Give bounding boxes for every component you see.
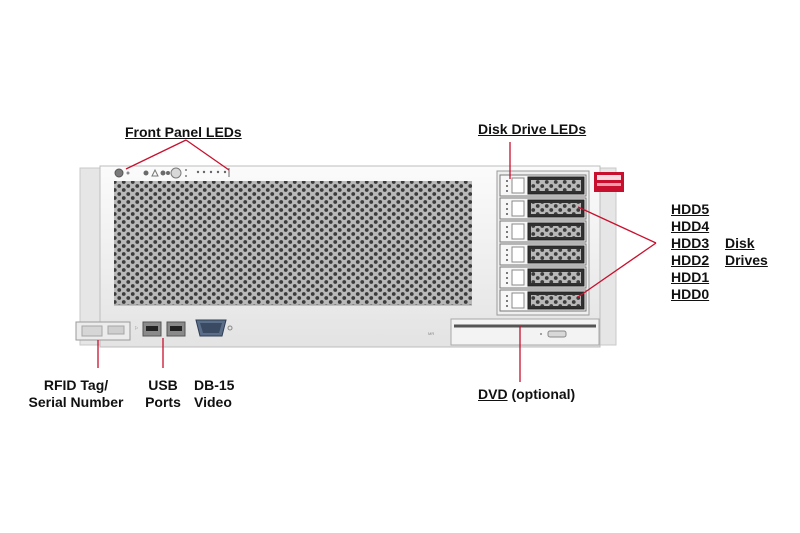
drives-label: Drives [725, 252, 768, 268]
hdd3-label: HDD3 [671, 235, 710, 251]
hdd5-label: HDD5 [671, 201, 710, 217]
callout-disks-top [577, 206, 657, 244]
rfid-label-line2: Serial Number [28, 394, 124, 410]
usb-port-icon [142, 321, 186, 337]
drive-bay-hdd3 [499, 220, 587, 243]
dvd-label: DVD (optional) [478, 386, 575, 403]
disk-label: Disk [725, 235, 755, 251]
hdd2-label: HDD2 [671, 252, 710, 268]
disk-drive-leds-label: Disk Drive LEDs [478, 121, 587, 137]
front-panel-led-strip [114, 167, 230, 179]
hdd4-label: HDD4 [671, 218, 710, 234]
db15-label-line1: DB-15 [194, 377, 235, 393]
dvd-optional-note: (optional) [511, 386, 576, 402]
callout-front-panel-left [125, 139, 187, 170]
front-grille [114, 181, 472, 305]
locate-button-icon [170, 167, 182, 179]
usb-label-line2: Ports [145, 394, 181, 410]
dvd-eject-button-icon [547, 330, 567, 338]
callout-disks-bottom [577, 242, 657, 298]
db15-video-label: DB-15 Video [194, 377, 234, 411]
svg-text:MR: MR [428, 331, 434, 336]
hdd0-label: HDD0 [671, 286, 710, 302]
oracle-logo [594, 172, 624, 192]
drive-bay-hdd0 [499, 289, 587, 312]
front-panel-leds-label: Front Panel LEDs [125, 124, 242, 140]
callout-front-panel-right [185, 139, 230, 171]
dvd-bay [450, 318, 600, 346]
dvd-label-text: DVD [478, 386, 508, 402]
drive-bay-hdd1 [499, 266, 587, 289]
db15-label-line2: Video [194, 394, 232, 410]
usb-label-line1: USB [148, 377, 178, 393]
svg-text:⚐: ⚐ [134, 326, 138, 332]
disk-drive-bays [499, 174, 587, 312]
drive-bay-hdd4 [499, 197, 587, 220]
rfid-label-line1: RFID Tag/ [43, 377, 109, 393]
vga-port-icon [195, 319, 233, 337]
left-rack-ear [79, 167, 103, 346]
power-button-icon [114, 168, 124, 178]
drive-bay-hdd5 [499, 174, 587, 197]
callout-lines [97, 139, 657, 382]
rfid-label: RFID Tag/ Serial Number [22, 377, 130, 411]
usb-ports-label: USB Ports [140, 377, 186, 411]
hdd1-label: HDD1 [671, 269, 710, 285]
drive-bay-hdd2 [499, 243, 587, 266]
